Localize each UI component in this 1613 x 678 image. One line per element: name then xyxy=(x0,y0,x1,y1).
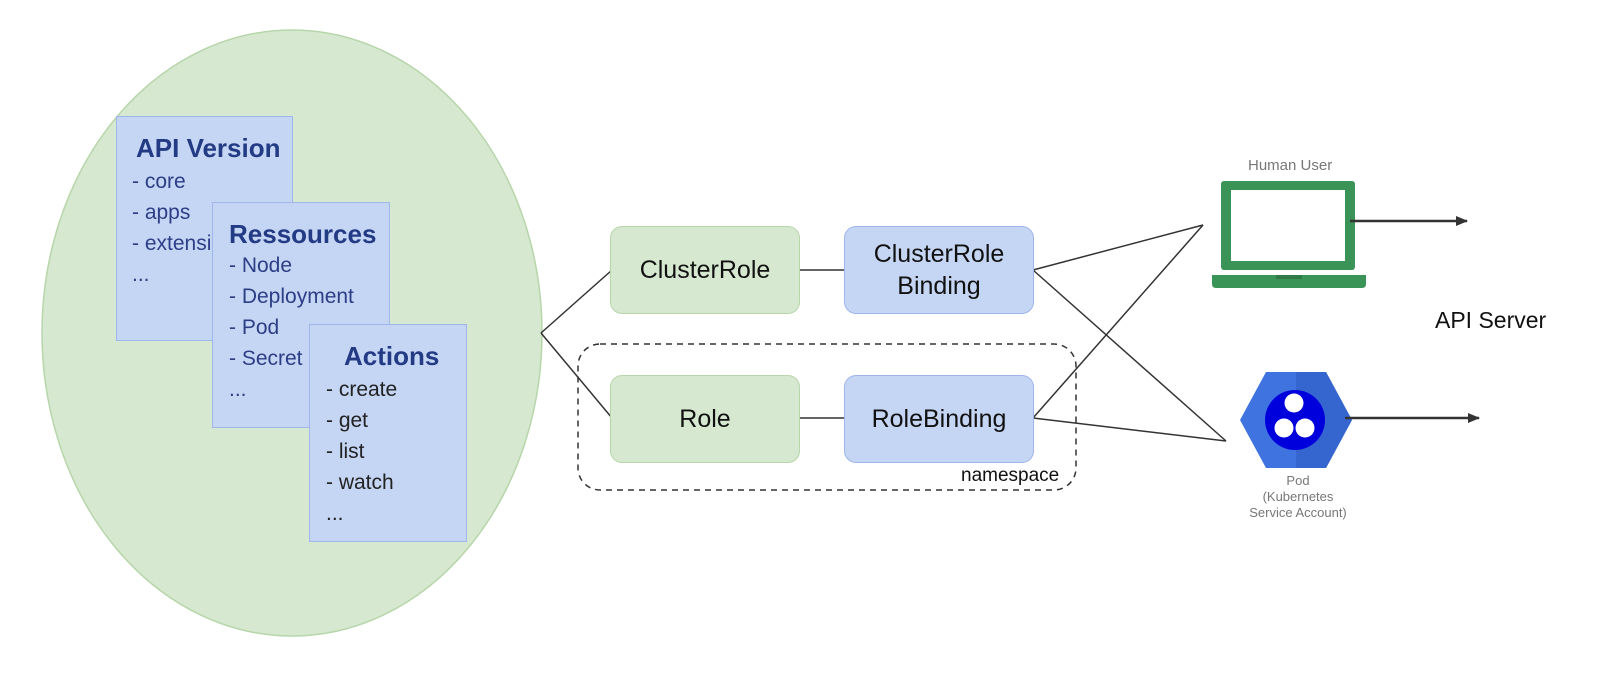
connector-ellipse-clusterrole xyxy=(540,269,613,334)
namespace-label: namespace xyxy=(961,465,1060,486)
card-title: API Version xyxy=(136,133,281,163)
list-item: - Deployment xyxy=(229,285,354,308)
list-item: - watch xyxy=(326,471,394,494)
clusterrole-node: ClusterRole xyxy=(610,226,800,314)
clusterrole-binding-node: ClusterRole Binding xyxy=(844,226,1034,314)
list-item: ... xyxy=(326,502,344,525)
list-item: - Pod xyxy=(229,316,280,339)
list-item: - list xyxy=(326,440,365,463)
pod-label-line3: Service Account) xyxy=(1249,505,1347,520)
rolebinding-label: RoleBinding xyxy=(871,405,1007,433)
pod-label-line2: (Kubernetes xyxy=(1262,489,1334,504)
list-item: - get xyxy=(326,409,369,432)
connector-crb-pod xyxy=(1032,269,1227,442)
list-item: - create xyxy=(326,378,398,401)
resources-card: Ressources - Node - Deployment - Pod - S… xyxy=(212,202,390,428)
list-item: - Secret xyxy=(229,347,303,370)
connector-ellipse-role xyxy=(540,332,613,419)
laptop-icon xyxy=(1212,181,1366,288)
clusterrole-binding-label-line1: ClusterRole xyxy=(873,240,1005,268)
pod-label: Pod (Kubernetes Service Account) xyxy=(1238,473,1358,521)
list-item: ... xyxy=(229,378,247,401)
api-server-label: API Server xyxy=(1435,307,1547,333)
role-label: Role xyxy=(679,405,731,433)
rolebinding-node: RoleBinding xyxy=(844,375,1034,463)
clusterrole-binding-label-line2: Binding xyxy=(897,272,981,300)
actions-card: Actions - create - get - list - watch ..… xyxy=(309,324,467,542)
card-title: Actions xyxy=(344,341,440,371)
connector-rb-user xyxy=(1032,224,1204,419)
pod-label-line1: Pod xyxy=(1286,473,1310,488)
card-title: Ressources xyxy=(229,219,377,249)
list-item: - apps xyxy=(132,201,191,224)
role-node: Role xyxy=(610,375,800,463)
human-user-label: Human User xyxy=(1248,157,1333,174)
list-item: - core xyxy=(132,170,186,193)
clusterrole-label: ClusterRole xyxy=(639,256,771,284)
list-item: ... xyxy=(132,263,150,286)
list-item: - Node xyxy=(229,254,293,277)
namespace-box xyxy=(577,343,1077,491)
connector-crb-user xyxy=(1032,224,1204,271)
connector-rb-pod xyxy=(1032,417,1227,442)
pod-hexagon-icon xyxy=(1240,372,1352,468)
